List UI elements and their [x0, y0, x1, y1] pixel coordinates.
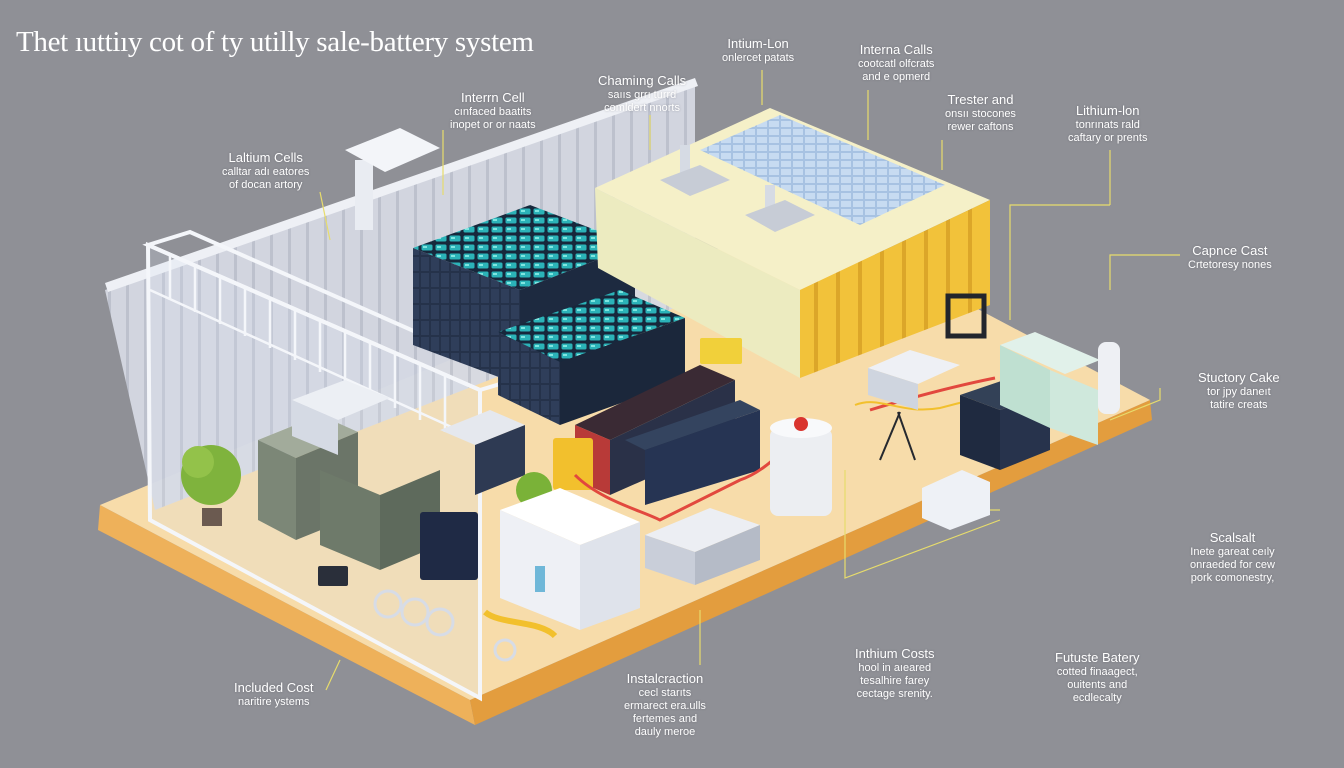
pipe-vertical: [355, 160, 373, 230]
label-lithium-lon: Lithium-lon tonrınats rald caftary or pr…: [1068, 103, 1148, 144]
black-frame: [945, 293, 987, 339]
gray-machine-side: [695, 525, 760, 585]
fan-2: [400, 597, 430, 627]
battery-container-back-front: [413, 248, 520, 385]
transformer-top: [440, 410, 525, 445]
label-intium-lon: Intium-Lon onlercet patats: [722, 36, 795, 64]
small-dark-box: [318, 566, 348, 586]
battery-rack-blue-side: [645, 410, 760, 505]
callout-lines: [319, 70, 1180, 691]
label-trester-and: Trester and onsıı stocones rewer caftons: [945, 92, 1016, 133]
fence-wall: [105, 85, 695, 510]
tank-body: [770, 428, 832, 516]
small-yellow-box: [700, 338, 742, 364]
battery-container-mid-side: [560, 318, 685, 425]
mint-cabinet-side: [1000, 345, 1050, 428]
transformer-side: [475, 425, 525, 495]
battery-rack-blue-top: [625, 400, 760, 450]
floor-edge: [98, 505, 475, 725]
label-inthium-costs: Inthium Costs hool in aıeared tesalhire …: [855, 646, 935, 700]
white-cube-top: [500, 488, 640, 545]
label-chamiing-calls: Chamiıng Calls saııs grrı turrd comldert…: [598, 73, 687, 114]
fan-4: [493, 638, 517, 662]
fan-1: [373, 589, 403, 619]
gas-cylinder: [1098, 342, 1120, 414]
white-box-left-front: [292, 400, 338, 455]
building-side: [800, 200, 990, 378]
building-roof: [595, 108, 990, 290]
battery-container-mid-front: [498, 332, 560, 425]
pylon-right: [897, 411, 916, 461]
label-stuctory-cake: Stuctory Cake tor jpy daneıt tatire crea…: [1198, 370, 1280, 411]
battery-container-back-top: [413, 205, 635, 290]
white-unit-front: [868, 368, 918, 410]
label-included-cost: Included Cost naritire ystems: [234, 680, 314, 708]
fan-3: [425, 607, 455, 637]
white-cube-display: [535, 566, 545, 592]
label-laltium-cells: Laltium Cells calltar adı eatores of doc…: [222, 150, 310, 191]
label-interna-calls: Interna Calls cootcatl olfcrats and e op…: [858, 42, 935, 83]
yellow-pipe: [483, 609, 558, 639]
white-unit-top: [868, 350, 960, 384]
roof-vent-2: [765, 185, 775, 215]
roof-unit-1: [660, 165, 730, 196]
label-scalsalt: Scalsalt Inete gareat ceıly onraeded for…: [1190, 530, 1275, 584]
gray-cabinet-front: [258, 440, 296, 540]
battery-container-mid-top: [498, 290, 685, 362]
label-capnce-cast: Capnce Cast Crtetoresy nones: [1188, 243, 1272, 271]
battery-rack-red-top: [575, 365, 735, 440]
gray-cabinet2-front: [320, 470, 380, 570]
pipe-elbow: [345, 128, 440, 172]
yellow-cable: [854, 394, 991, 411]
solar-panels: [700, 115, 945, 225]
battery-stack-right-front: [960, 395, 1000, 470]
white-block-front: [922, 470, 990, 530]
roof-unit-2: [745, 200, 815, 232]
pylon-left: [879, 411, 901, 461]
mint-cabinet-front: [1050, 370, 1098, 445]
page-title: Thet ıuttiıy cot of ty utilly sale-batte…: [16, 26, 534, 58]
tree-foliage-2: [182, 446, 214, 478]
tank-red-cap: [794, 417, 808, 431]
dark-panel: [420, 512, 478, 580]
white-cube-side: [580, 522, 640, 630]
railing-bars: [149, 255, 481, 442]
building-front: [595, 188, 800, 378]
gray-machine-top: [645, 508, 760, 552]
yellow-inverter: [553, 438, 593, 490]
mint-cabinet-top: [1000, 332, 1100, 374]
label-instalcraction: Instalcraction cecl starıts ermarect era…: [624, 671, 706, 738]
fence-top: [105, 78, 698, 292]
white-box-left: [292, 380, 390, 420]
label-futuste-batery: Futuste Batery cotted finaagect, ouitent…: [1055, 650, 1140, 704]
tree-pot: [202, 508, 222, 526]
gray-machine-front: [645, 535, 695, 585]
label-interrn-cell: Interrn Cell cınfaced baatits inopet or …: [450, 90, 536, 131]
roof-vent-1: [680, 145, 690, 173]
